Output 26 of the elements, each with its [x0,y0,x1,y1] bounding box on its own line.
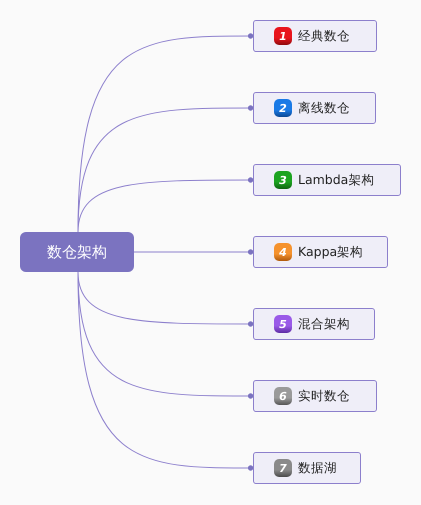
subtopic-box [253,452,361,484]
connector-line [78,177,254,232]
connector-line [134,249,254,255]
subtopic-label: 混合架构 [298,316,350,332]
priority-badge: 3 [274,171,292,189]
priority-badge: 5 [274,315,292,333]
subtopic-box [253,20,377,52]
priority-badge: 2 [274,99,292,117]
priority-badge: 7 [274,459,292,477]
topic-title: 数仓架构 [47,242,107,262]
subtopic-box [253,164,401,196]
root-topic-box [20,232,134,272]
subtopic-label: 数据湖 [298,460,337,476]
subtopic-label: 经典数仓 [298,28,350,44]
priority-badge: 1 [274,27,292,45]
priority-badge: 6 [274,387,292,405]
subtopic-label: 实时数仓 [298,388,350,404]
subtopic-box [253,308,375,340]
priority-badge: 4 [274,243,292,261]
subtopic-box [253,236,388,268]
subtopic-label: 离线数仓 [298,100,350,116]
connector-line [78,272,254,471]
subtopic-label: Kappa架构 [298,244,364,260]
subtopic-label: Lambda架构 [298,172,374,188]
subtopic-box [253,92,376,124]
subtopic-box [253,380,377,412]
